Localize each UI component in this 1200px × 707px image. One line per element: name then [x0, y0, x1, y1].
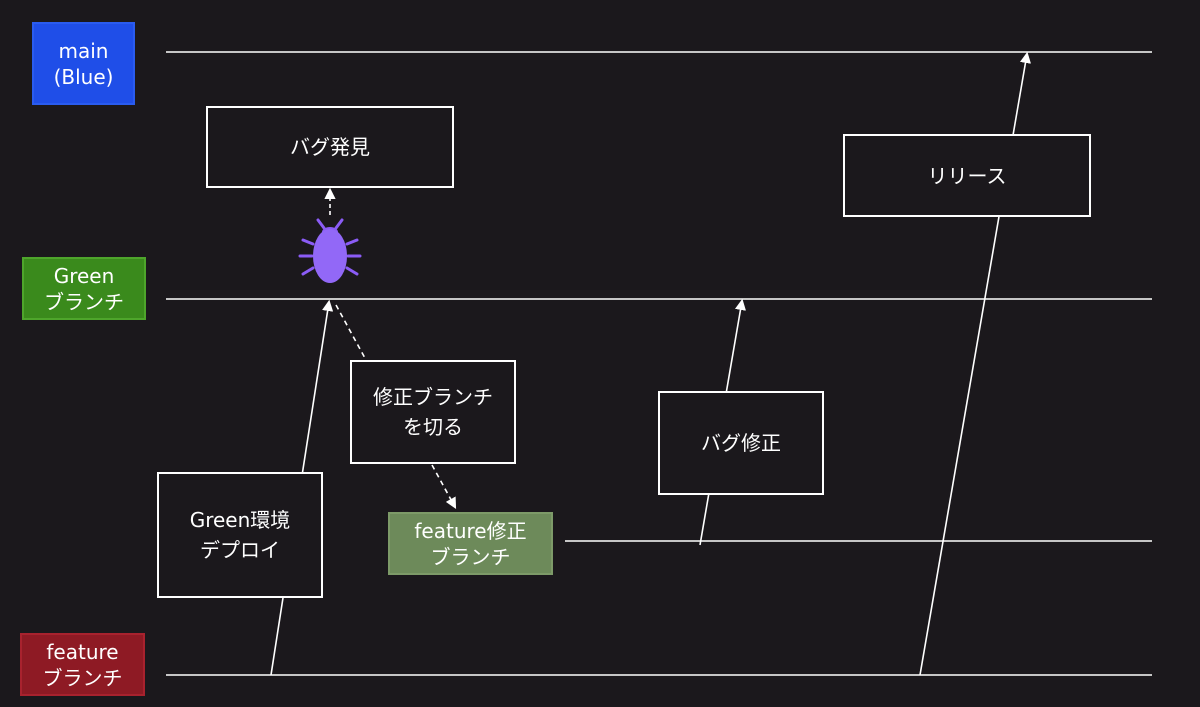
main-branch-label: main (Blue): [32, 22, 135, 105]
feature-fix-branch-label: feature修正 ブランチ: [388, 512, 553, 575]
feature-branch-label: feature ブランチ: [20, 633, 145, 696]
green-branch-label: Green ブランチ: [22, 257, 146, 320]
green-deploy-box: Green環境 デプロイ: [157, 472, 323, 598]
cut-fix-branch-box: 修正ブランチ を切る: [350, 360, 516, 464]
bug-found-box: バグ発見: [206, 106, 454, 188]
bug-fix-box: バグ修正: [658, 391, 824, 495]
release-box: リリース: [843, 134, 1091, 217]
bug-icon: [298, 218, 362, 283]
to-feature-fix-arrow: [431, 464, 457, 509]
cut-fix-dashed-line: [335, 304, 367, 361]
